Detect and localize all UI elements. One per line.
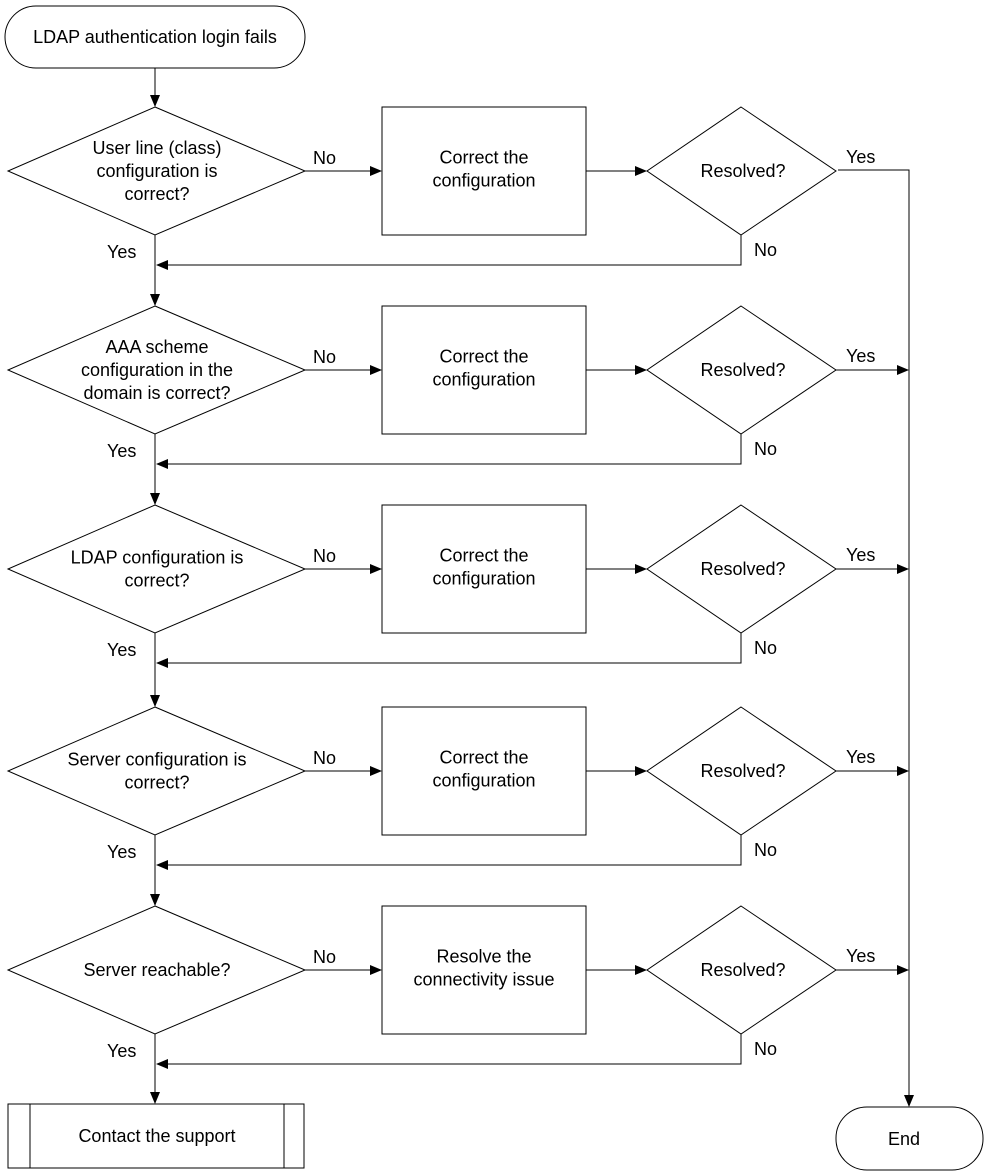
- check-row: AAA scheme configuration in the domain is …: [6, 305, 909, 505]
- yes-label: Yes: [107, 842, 136, 862]
- resolved-question: Resolved?: [700, 161, 785, 181]
- resolved-no-connector: [156, 835, 742, 870]
- resolved-no-label: No: [754, 840, 777, 860]
- resolved-no-label: No: [754, 240, 777, 260]
- action-label: configuration: [432, 771, 535, 791]
- resolved-no-connector: [156, 235, 742, 270]
- no-label: No: [313, 748, 336, 768]
- action-label: Correct the: [439, 748, 528, 768]
- check-question: User line (class): [92, 138, 221, 158]
- no-label: No: [313, 947, 336, 967]
- resolved-no-label: No: [754, 638, 777, 658]
- check-decision: [6, 706, 307, 836]
- check-question: LDAP configuration is: [71, 548, 244, 568]
- resolved-no-connector: [156, 633, 742, 668]
- action-label: configuration: [432, 370, 535, 390]
- resolved-yes-label: Yes: [846, 346, 875, 366]
- yes-label: Yes: [107, 242, 136, 262]
- contact-support-box: [7, 1103, 305, 1169]
- resolved-question: Resolved?: [700, 360, 785, 380]
- action-box: [381, 706, 587, 836]
- resolved-no-label: No: [754, 439, 777, 459]
- resolved-question: Resolved?: [700, 559, 785, 579]
- check-row: Server reachable? No Resolve the connectivi…: [6, 905, 909, 1104]
- check-question: Server configuration is: [67, 750, 246, 770]
- resolved-yes-label: Yes: [846, 147, 875, 167]
- check-question: Server reachable?: [83, 960, 230, 980]
- end-bus-line: [838, 169, 914, 1107]
- no-label: No: [313, 546, 336, 566]
- resolved-no-connector: [156, 1034, 742, 1069]
- resolved-no-label: No: [754, 1039, 777, 1059]
- action-box: [381, 905, 587, 1035]
- yes-label: Yes: [107, 441, 136, 461]
- check-question: configuration in the: [81, 360, 233, 380]
- yes-label: Yes: [107, 640, 136, 660]
- contact-support-label: Contact the support: [78, 1126, 235, 1146]
- start-label: LDAP authentication login fails: [33, 27, 277, 47]
- check-question: correct?: [124, 773, 189, 793]
- resolved-yes-label: Yes: [846, 747, 875, 767]
- action-box: [381, 504, 587, 634]
- action-label: configuration: [432, 171, 535, 191]
- action-label: Correct the: [439, 546, 528, 566]
- no-label: No: [313, 148, 336, 168]
- action-label: Correct the: [439, 347, 528, 367]
- resolved-yes-label: Yes: [846, 946, 875, 966]
- decision-rows: User line (class) configuration is correct…: [6, 106, 909, 1104]
- resolved-question: Resolved?: [700, 960, 785, 980]
- check-question: domain is correct?: [83, 383, 230, 403]
- action-box: [381, 106, 587, 236]
- resolved-question: Resolved?: [700, 761, 785, 781]
- action-label: configuration: [432, 569, 535, 589]
- no-label: No: [313, 347, 336, 367]
- check-row: LDAP configuration is correct? No Correct t…: [6, 504, 909, 707]
- check-question: correct?: [124, 571, 189, 591]
- yes-label: Yes: [107, 1041, 136, 1061]
- end-label: End: [888, 1129, 920, 1149]
- resolved-no-connector: [156, 434, 742, 469]
- check-question: configuration is: [96, 161, 217, 181]
- check-decision: [6, 504, 307, 634]
- action-label: Correct the: [439, 148, 528, 168]
- action-label: Resolve the: [436, 947, 531, 967]
- check-question: AAA scheme: [105, 337, 208, 357]
- end-terminator: [835, 1106, 984, 1171]
- check-row: User line (class) configuration is correct…: [6, 106, 875, 306]
- resolved-yes-label: Yes: [846, 545, 875, 565]
- check-question: correct?: [124, 184, 189, 204]
- action-label: connectivity issue: [413, 970, 554, 990]
- check-row: Server configuration is correct? No Correct…: [6, 706, 909, 906]
